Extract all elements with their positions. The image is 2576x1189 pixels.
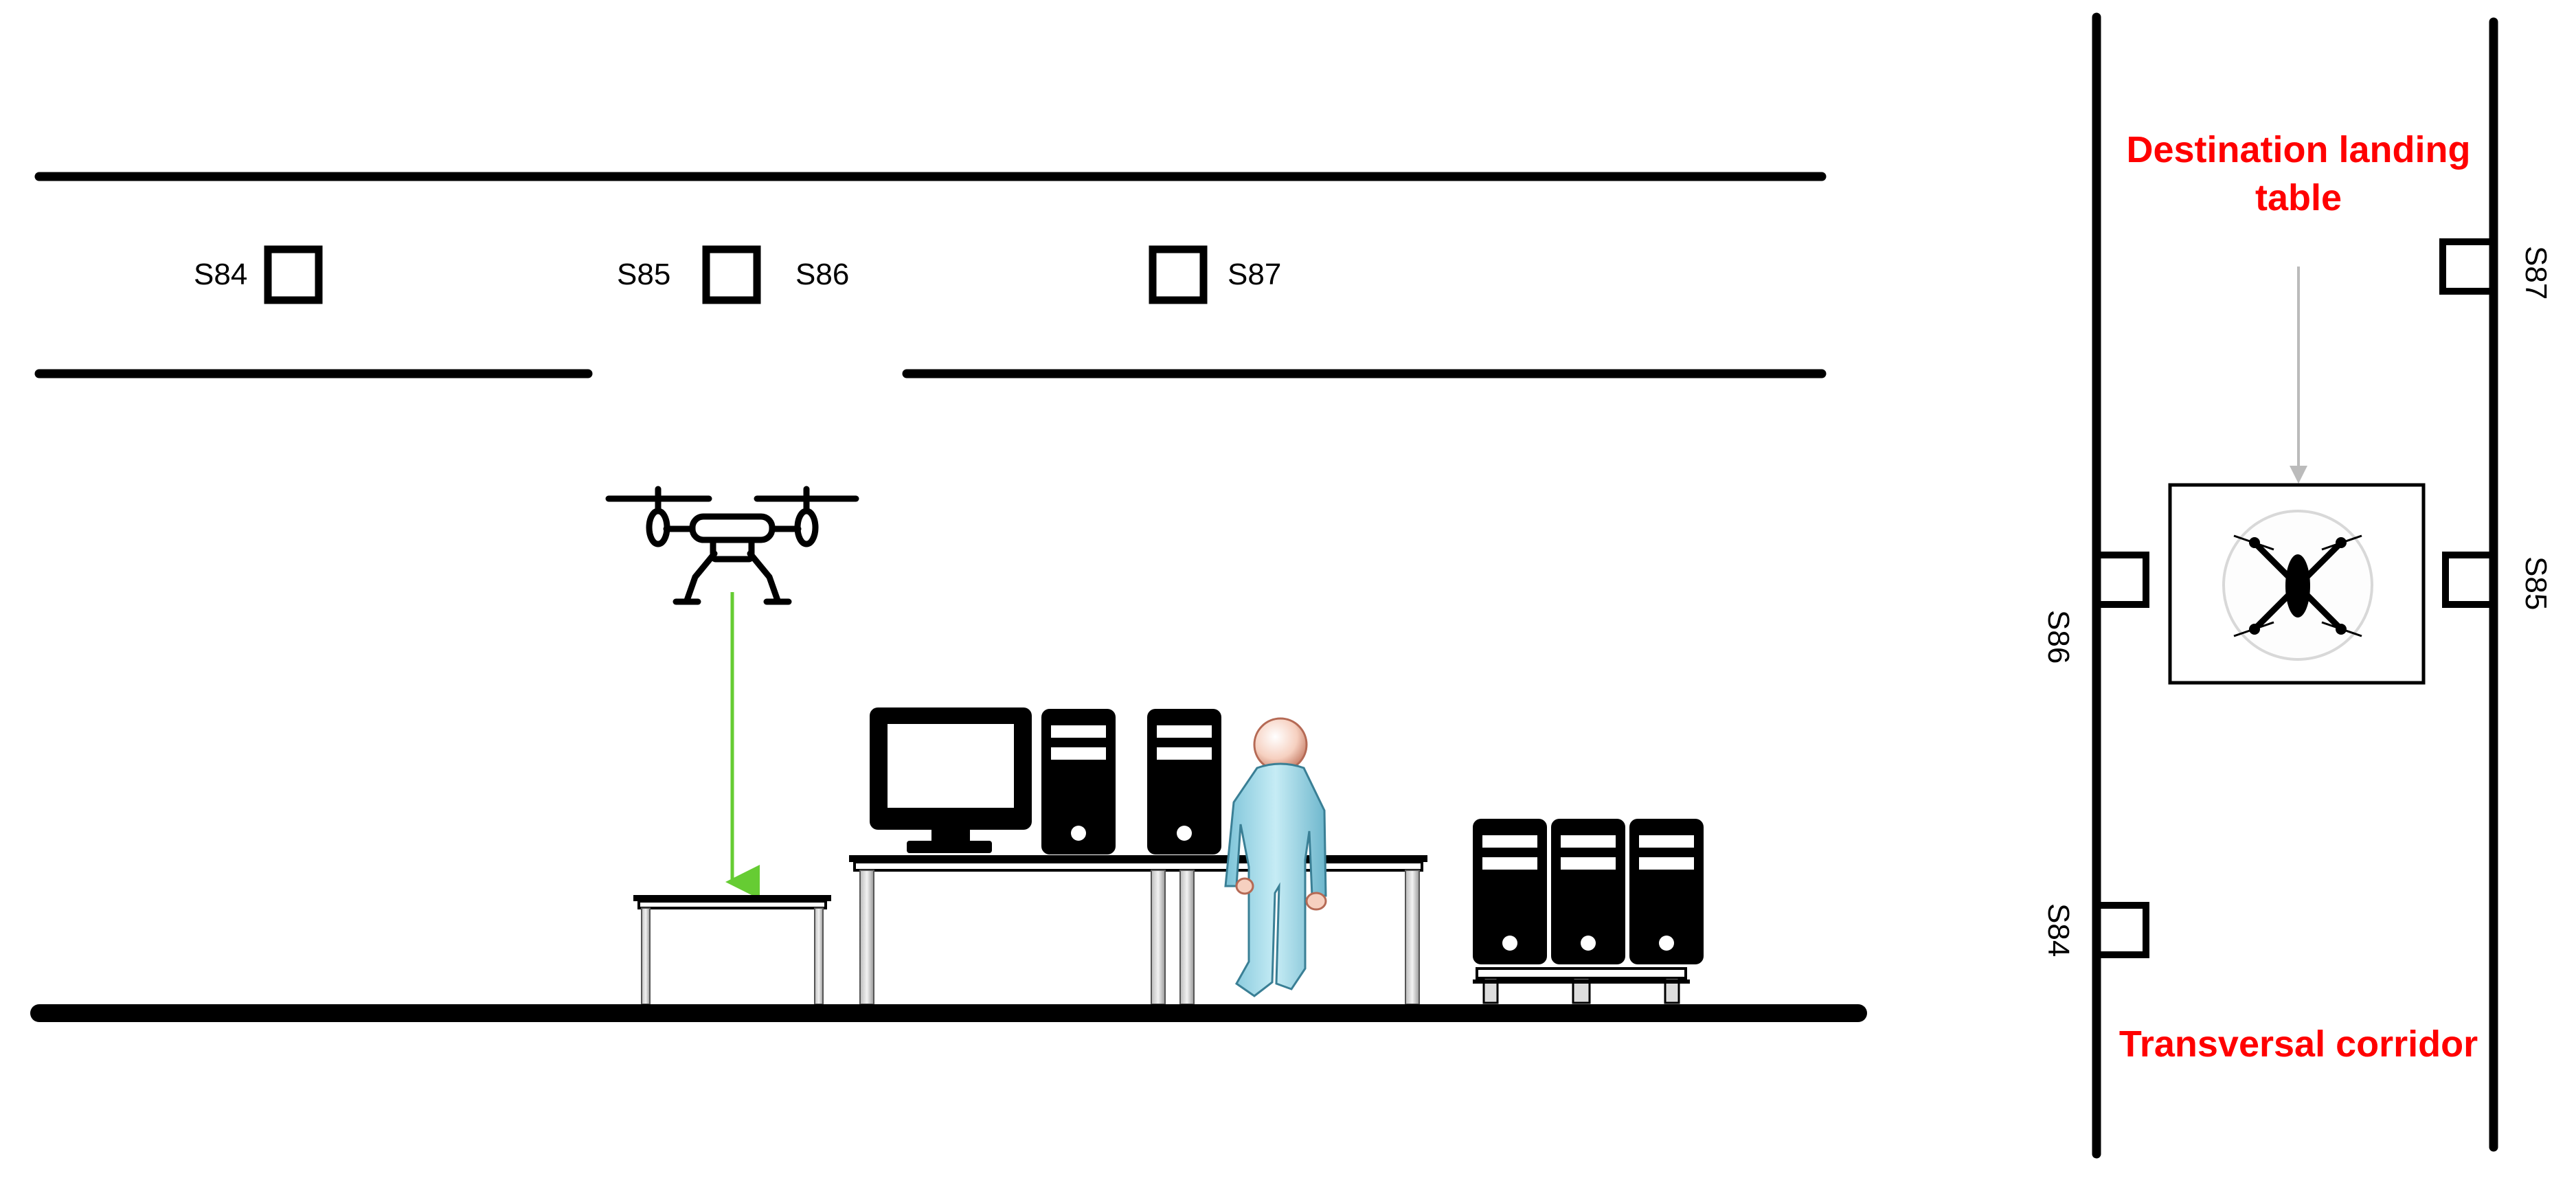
sensor-s85: S85 — [617, 245, 761, 304]
sensor-s84: S84 — [194, 245, 323, 304]
drone-icon — [605, 486, 859, 605]
monitor-icon — [870, 707, 1032, 853]
side-view: S84 S85 S86 S87 — [30, 172, 1867, 1022]
sensor-s86-top: S86 — [2042, 552, 2149, 664]
sensor-box — [702, 245, 761, 304]
sensor-label: S84 — [194, 258, 247, 291]
annotation-corridor: Transversal corridor — [2119, 1023, 2478, 1065]
annotation-destination-line2: table — [2255, 177, 2342, 218]
sensor-label: S86 — [2042, 610, 2075, 664]
sensor-s86: S86 — [795, 258, 849, 291]
sensor-box — [264, 245, 323, 304]
sensor-s87: S87 — [1149, 245, 1281, 304]
server-tower-icon — [1551, 819, 1625, 964]
workstation-desk — [849, 855, 1427, 1005]
sensor-s87-top: S87 — [2439, 238, 2553, 299]
sensor-s84-top: S84 — [2042, 902, 2149, 958]
sensor-label: S84 — [2042, 903, 2075, 957]
server-rack — [1473, 967, 1690, 1004]
sensor-label: S87 — [2519, 246, 2553, 299]
sensor-s85-top: S85 — [2442, 552, 2553, 610]
server-tower-icon — [1473, 819, 1547, 964]
sensor-label: S87 — [1228, 258, 1281, 291]
pc-tower-icon — [1147, 709, 1221, 854]
sensor-label: S86 — [795, 258, 849, 291]
server-tower-icon — [1629, 819, 1704, 964]
annotation-destination-line1: Destination landing — [2126, 129, 2470, 170]
pointer-arrow-head — [2290, 466, 2307, 484]
person-icon — [1224, 717, 1327, 997]
sensor-label: S85 — [2519, 556, 2553, 610]
quadcopter-icon — [2222, 510, 2373, 661]
sensor-box — [1149, 245, 1208, 304]
pc-tower-icon — [1041, 709, 1116, 854]
landing-table — [633, 895, 831, 1005]
sensor-label: S85 — [617, 258, 670, 291]
top-view: Destination landing table S87 — [2042, 12, 2553, 1159]
